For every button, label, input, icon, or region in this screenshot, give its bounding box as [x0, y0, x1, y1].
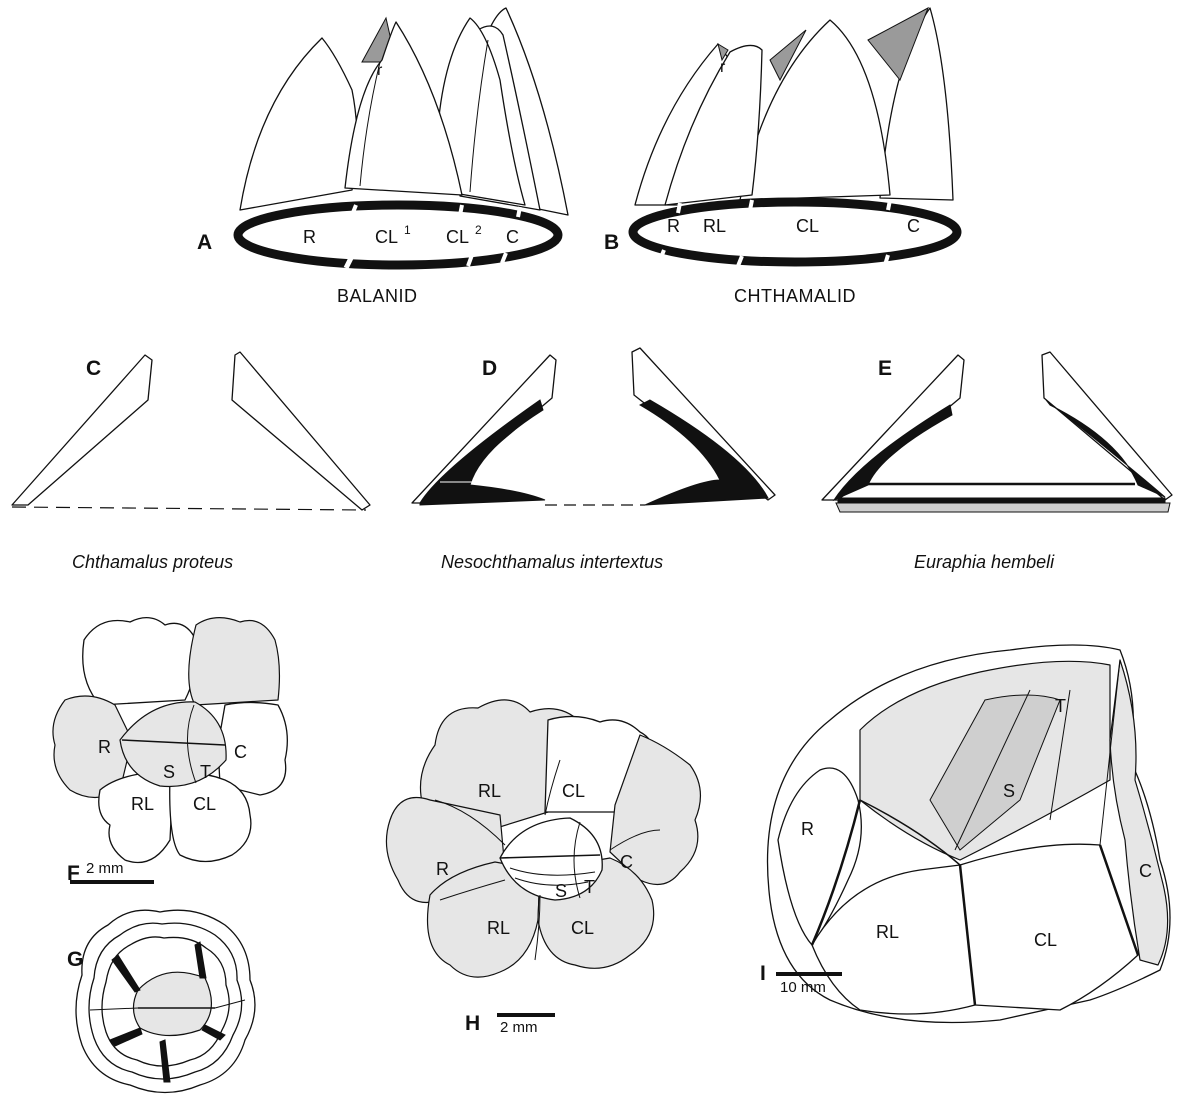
panel-i-scale-label: 10 mm [780, 979, 826, 996]
panel-h-rostrum-label: R [436, 859, 449, 879]
panel-f-opercular-view [53, 618, 287, 863]
panel-h-tergum-label: T [584, 877, 595, 897]
panel-b-rostrum-label: R [667, 216, 680, 236]
panel-f-carinolateral-label: CL [193, 794, 216, 814]
panel-a-carina-label: C [506, 227, 519, 247]
panel-c-letter: C [86, 357, 101, 380]
panel-d-species: Nesochthamalus intertextus [441, 552, 663, 572]
panel-a-letter: A [197, 231, 212, 254]
panel-a-rostrum-label: R [303, 227, 316, 247]
panel-f-tergum-label: T [200, 762, 211, 782]
panel-c-wall-section [12, 352, 370, 510]
panel-e-wall-section [822, 352, 1172, 512]
panel-b-caption: CHTHAMALID [734, 286, 856, 306]
panel-b-carina-label: C [907, 216, 920, 236]
panel-h-scutum-label: S [555, 881, 567, 901]
panel-i-carinolateral-label: CL [1034, 930, 1057, 950]
panel-h-letter: H [465, 1012, 480, 1035]
panel-h-opercular-view [386, 700, 700, 977]
panel-i-rostrum-label: R [801, 819, 814, 839]
panel-b-carinolateral-label: CL [796, 216, 819, 236]
panel-f-scutum-label: S [163, 762, 175, 782]
panel-i-rostrolateral-label: RL [876, 922, 899, 942]
panel-i-scale-bar [776, 972, 842, 976]
panel-b-radius-label: r [720, 59, 726, 76]
panel-c-species: Chthamalus proteus [72, 552, 233, 572]
panel-h-scale-bar [497, 1013, 555, 1017]
panel-a-cl1-superscript: 1 [404, 223, 411, 237]
panel-d-wall-section [412, 348, 775, 505]
panel-h-carinolateral-bottom-label: CL [571, 918, 594, 938]
panel-a-cl2-label: CL [446, 227, 469, 247]
panel-i-scutum-label: S [1003, 781, 1015, 801]
panel-i-carina-label: C [1139, 861, 1152, 881]
panel-g-letter: G [67, 948, 83, 971]
panel-f-scale-label: 2 mm [86, 860, 124, 877]
panel-h-scale-label: 2 mm [500, 1019, 538, 1036]
panel-e-species: Euraphia hembeli [914, 552, 1055, 572]
panel-a-cl2-superscript: 2 [475, 223, 482, 237]
panel-a-cl1-label: CL [375, 227, 398, 247]
panel-i-letter: I [760, 962, 766, 985]
panel-d-letter: D [482, 357, 497, 380]
panel-f-rostrolateral-label: RL [131, 794, 154, 814]
panel-a-caption: BALANID [337, 286, 418, 306]
panel-i-oblique-view [768, 645, 1171, 1023]
panel-h-rostrolateral-label: RL [478, 781, 501, 801]
panel-g-opercular-view [76, 910, 255, 1092]
panel-h-rostrolateral-bottom-label: RL [487, 918, 510, 938]
panel-h-carinolateral-top-label: CL [562, 781, 585, 801]
panel-h-carina-label: C [620, 852, 633, 872]
panel-a-radius-label: r [377, 62, 383, 79]
panel-e-letter: E [878, 357, 892, 380]
panel-i-tergum-label: T [1055, 696, 1066, 716]
panel-b-letter: B [604, 231, 619, 254]
panel-f-carina-label: C [234, 742, 247, 762]
panel-f-scale-bar [70, 880, 154, 884]
panel-f-rostrum-label: R [98, 737, 111, 757]
panel-b-rostrolateral-label: RL [703, 216, 726, 236]
